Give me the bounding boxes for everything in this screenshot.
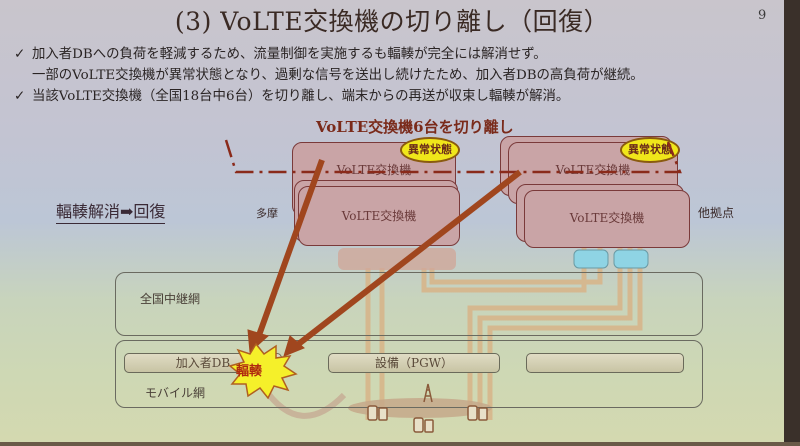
bullet-item: ✓当該VoLTE交換機（全国18台中6台）を切り離し、端末からの再送が収束し輻輳… bbox=[14, 86, 644, 107]
bullet-list: ✓加入者DBへの負荷を軽減するため、流量制御を実施するも輻輳が完全には解消せず。… bbox=[14, 44, 644, 107]
right-connector bbox=[573, 249, 609, 269]
congestion-burst-icon bbox=[228, 342, 298, 400]
abnormal-badge: 異常状態 bbox=[620, 137, 680, 163]
volte-switch: VoLTE交換機 bbox=[524, 190, 690, 248]
cell-tower-icon bbox=[423, 383, 433, 403]
slide-title: (3) VoLTE交換機の切り離し（回復） bbox=[174, 7, 610, 36]
abnormal-badge: 異常状態 bbox=[400, 137, 460, 163]
bullet-continuation: 一部のVoLTE交換機が異常状態となり、過剰な信号を送出し続けたため、加入者DB… bbox=[32, 68, 644, 83]
left-router bbox=[338, 248, 456, 270]
bullet-item: ✓加入者DBへの負荷を軽減するため、流量制御を実施するも輻輳が完全には解消せず。 bbox=[14, 44, 644, 65]
site-label-tama: 多摩 bbox=[256, 207, 278, 220]
mobile-network-label: モバイル網 bbox=[145, 386, 206, 400]
cut-line bbox=[224, 139, 682, 174]
congestion-burst-label: 輻輳 bbox=[236, 364, 263, 379]
overlay-graphics bbox=[224, 139, 682, 433]
phone-icons bbox=[367, 405, 488, 433]
right-connector bbox=[613, 249, 649, 269]
relay-network bbox=[115, 272, 703, 336]
pgw-equipment: 設備（PGW） bbox=[328, 353, 500, 373]
screen-edge bbox=[784, 0, 800, 446]
site-label-other: 他拠点 bbox=[698, 206, 735, 220]
page-number: 9 bbox=[758, 8, 767, 23]
recovery-label: 輻輳解消➡回復 bbox=[56, 198, 166, 224]
diagram-subtitle: VoLTE交換機6台を切り離し bbox=[316, 118, 514, 136]
mobile-network bbox=[115, 340, 703, 408]
check-icon: ✓ bbox=[14, 89, 26, 104]
arrows bbox=[247, 158, 522, 357]
check-icon: ✓ bbox=[14, 47, 26, 62]
screen-edge bbox=[0, 442, 800, 446]
empty-component bbox=[526, 353, 684, 373]
relay-network-label: 全国中継網 bbox=[140, 292, 201, 306]
slide: (3) VoLTE交換機の切り離し（回復） 9 ✓加入者DBへの負荷を軽減するた… bbox=[0, 0, 784, 442]
